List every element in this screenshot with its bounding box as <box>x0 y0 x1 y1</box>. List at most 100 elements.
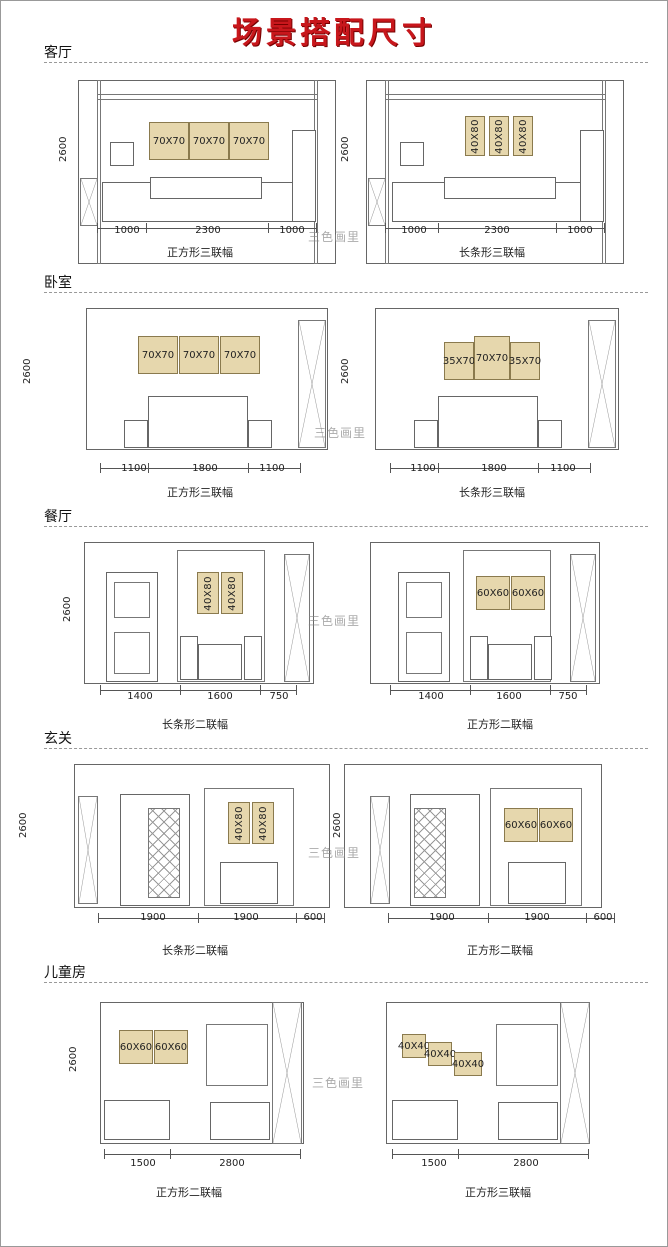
art-panel: 40X40 <box>398 1034 430 1058</box>
scene-caption: 长条形三联幅 <box>459 246 525 259</box>
dining-niche <box>177 550 265 682</box>
side-cabinet <box>80 178 98 226</box>
dimension-tick <box>388 913 389 923</box>
scene-caption: 正方形二联幅 <box>467 944 533 957</box>
art-panel: 40X40 <box>424 1042 456 1066</box>
divider <box>44 748 648 749</box>
bed <box>438 396 538 448</box>
dimension-tick <box>104 1149 105 1159</box>
dimension-value: 1900 <box>524 912 550 923</box>
wall-column <box>97 80 101 264</box>
section-label: 卧室 <box>44 275 72 291</box>
dimension-tick <box>146 223 147 233</box>
dimension-value: 2800 <box>219 1158 245 1169</box>
lamp-shade <box>110 142 134 166</box>
dimension-tick <box>148 463 149 473</box>
wall-niche <box>490 788 582 906</box>
nightstand <box>414 420 438 448</box>
ceiling-trim <box>97 94 318 100</box>
art-panel: 70X70 <box>474 336 510 380</box>
dimension-tick <box>170 1149 171 1159</box>
dimension-line <box>98 918 324 919</box>
dimension-value: 1500 <box>130 1158 156 1169</box>
nightstand <box>248 420 272 448</box>
dimension-tick <box>438 223 439 233</box>
scene-caption: 正方形二联幅 <box>156 1186 222 1199</box>
sofa-back <box>150 177 262 199</box>
dining-table <box>488 644 532 680</box>
art-panel: 35X70 <box>443 342 475 380</box>
shoe-cabinet <box>508 862 566 904</box>
scene-caption: 正方形三联幅 <box>465 1186 531 1199</box>
art-panel: 40X40 <box>452 1052 484 1076</box>
scene-caption: 正方形二联幅 <box>467 718 533 731</box>
dimension-tick <box>198 913 199 923</box>
dimension-tick <box>488 913 489 923</box>
bed <box>148 396 248 448</box>
dimension-value: 1900 <box>233 912 259 923</box>
art-panel: 70X70 <box>220 336 260 374</box>
wardrobe <box>560 1002 590 1144</box>
dimension-line <box>390 690 586 691</box>
dining-chair <box>180 636 198 680</box>
dimension-tick <box>392 1149 393 1159</box>
shelf-unit <box>78 796 98 904</box>
dimension-value: 1600 <box>496 691 522 702</box>
height-label: 2600 <box>18 812 29 838</box>
dimension-value: 1100 <box>121 463 147 474</box>
dimension-value: 1000 <box>401 225 427 236</box>
wardrobe <box>298 320 326 448</box>
art-panel: 40X80 <box>513 116 533 156</box>
divider <box>44 526 648 527</box>
dimension-tick <box>296 913 297 923</box>
wall-niche <box>204 788 294 906</box>
page-title: 场景搭配尺寸 <box>232 16 436 51</box>
dimension-value: 1100 <box>550 463 576 474</box>
dining-chair <box>244 636 262 680</box>
watermark: 三色画里 <box>307 230 361 244</box>
scene-caption: 正方形三联幅 <box>167 486 233 499</box>
dimension-tick <box>180 685 181 695</box>
art-panel: 70X70 <box>149 122 189 160</box>
dimension-value: 1000 <box>114 225 140 236</box>
divider <box>44 62 648 63</box>
dining-niche <box>463 550 551 682</box>
height-label: 2600 <box>22 358 33 384</box>
art-panel: 40X80 <box>228 802 250 844</box>
watermark: 三色画里 <box>307 614 361 628</box>
section-label: 餐厅 <box>44 509 72 525</box>
dimension-tick <box>97 223 98 233</box>
art-panel: 40X80 <box>489 116 509 156</box>
door-panel <box>406 582 442 618</box>
watermark: 三色画里 <box>311 1076 365 1090</box>
dimension-value: 1100 <box>410 463 436 474</box>
height-label: 2600 <box>332 812 343 838</box>
dimension-tick <box>588 1149 589 1159</box>
dimension-value: 1600 <box>207 691 233 702</box>
dimension-tick <box>470 685 471 695</box>
art-panel: 60X60 <box>539 808 573 842</box>
dimension-tick <box>324 913 325 923</box>
height-label: 2600 <box>62 596 73 622</box>
art-panel: 60X60 <box>476 576 510 610</box>
door-panel <box>114 582 150 618</box>
art-panel: 60X60 <box>119 1030 153 1064</box>
dimension-tick <box>385 223 386 233</box>
art-panel: 70X70 <box>179 336 219 374</box>
dimension-tick <box>586 913 587 923</box>
divider <box>44 982 648 983</box>
dimension-tick <box>260 685 261 695</box>
art-panel: 60X60 <box>154 1030 188 1064</box>
dimension-line <box>100 690 296 691</box>
art-panel: 70X70 <box>189 122 229 160</box>
dimension-tick <box>296 685 297 695</box>
dimension-value: 600 <box>593 912 613 923</box>
dimension-tick <box>100 463 101 473</box>
window <box>496 1024 558 1086</box>
dimension-tick <box>604 223 605 233</box>
single-bed <box>104 1100 170 1140</box>
height-label: 2600 <box>340 136 351 162</box>
desk-cabinet <box>498 1102 558 1140</box>
dimension-tick <box>390 463 391 473</box>
dimension-line <box>97 228 316 229</box>
